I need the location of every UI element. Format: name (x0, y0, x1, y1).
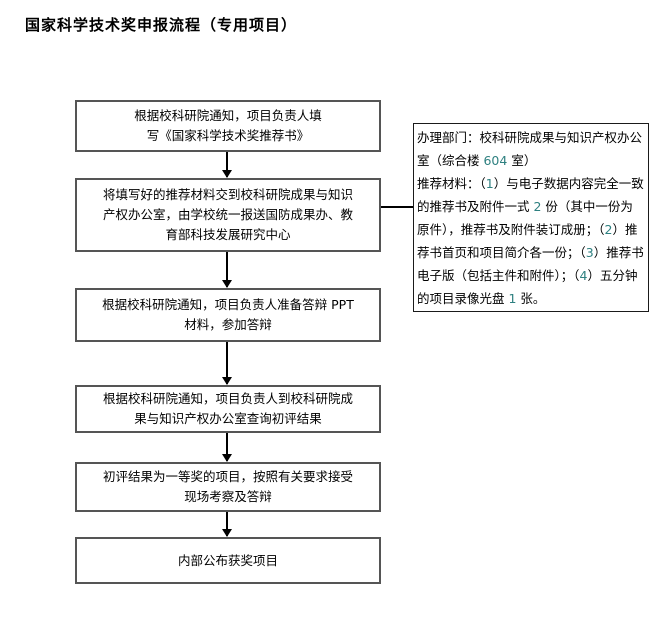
annotation-connector-line (381, 206, 413, 208)
down-arrow-icon (222, 152, 232, 178)
flow-step-submit-materials: 将填写好的推荐材料交到校科研院成果与知识 产权办公室，由学校统一报送国防成果办、… (75, 178, 381, 252)
down-arrow-icon (222, 433, 232, 462)
page-title: 国家科学技术奖申报流程（专用项目） (25, 16, 298, 34)
annotation-text: 办理部门：校科研院成果与知识产权办公室（综合楼 604 室） 推荐材料：（1）与… (417, 130, 644, 306)
flow-step-check-preliminary-result: 根据校科研院通知，项目负责人到校科研院成 果与知识产权办公室查询初评结果 (75, 385, 381, 433)
flow-step-site-inspection: 初评结果为一等奖的项目，按照有关要求接受 现场考察及答辩 (75, 462, 381, 512)
flow-step-fill-recommendation: 根据校科研院通知，项目负责人填 写《国家科学技术奖推荐书》 (75, 100, 381, 152)
down-arrow-icon (222, 512, 232, 537)
flow-step-prepare-defense: 根据校科研院通知，项目负责人准备答辩 PPT 材料，参加答辩 (75, 288, 381, 342)
annotation-box: 办理部门：校科研院成果与知识产权办公室（综合楼 604 室） 推荐材料：（1）与… (413, 123, 649, 312)
down-arrow-icon (222, 342, 232, 385)
flow-step-announce-awards: 内部公布获奖项目 (75, 537, 381, 584)
down-arrow-icon (222, 252, 232, 288)
